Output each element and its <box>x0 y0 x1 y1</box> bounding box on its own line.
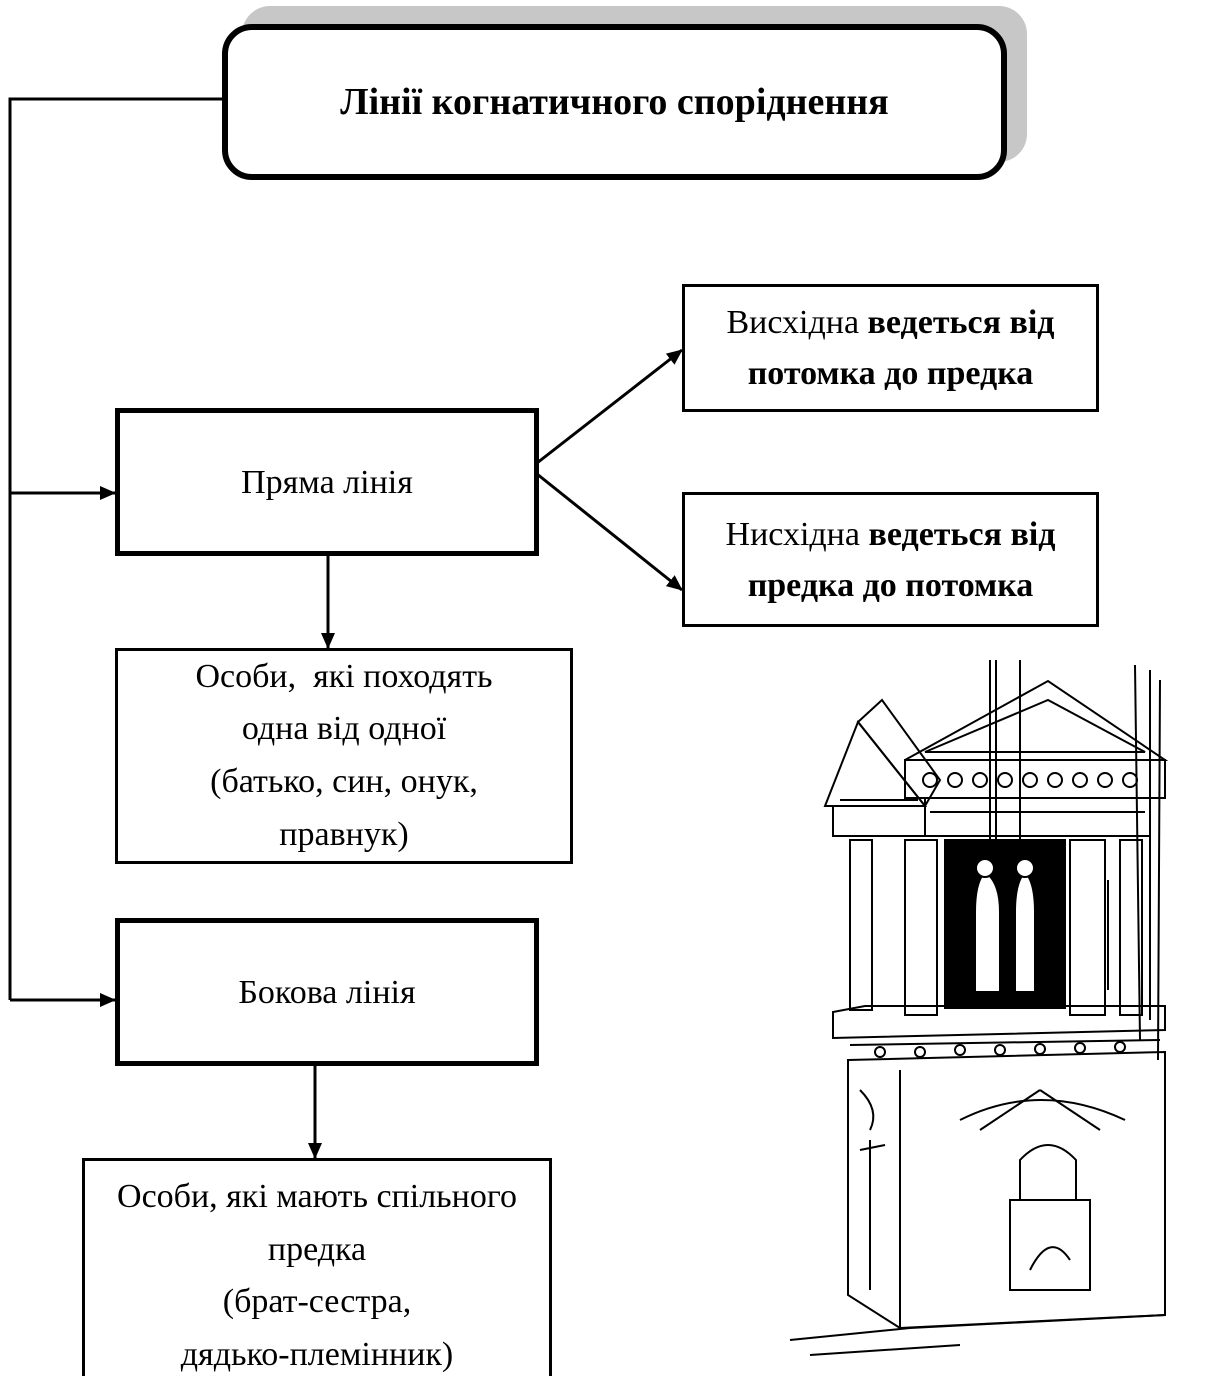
descending-box: Нисхідна ведеться від предка до потомка <box>682 492 1099 627</box>
arrow-to-ascending <box>536 348 683 465</box>
ascending-text: Висхідна ведеться від потомка до предка <box>685 297 1096 399</box>
ascending-bold: ведеться від потомка до предка <box>747 304 1055 392</box>
direct-persons-line: одна від одної <box>241 710 447 748</box>
direct-persons-line: правнук) <box>279 815 409 853</box>
collateral-persons-box: Особи, які мають спільного предка (брат-… <box>82 1158 552 1376</box>
direct-line-box: Пряма лінія <box>115 408 539 556</box>
collateral-line-box: Бокова лінія <box>115 918 539 1066</box>
trunk-line <box>8 97 222 1000</box>
direct-persons-box: Особи, які походять одна від одної (бать… <box>115 648 573 864</box>
arrow-to-descending <box>536 472 683 592</box>
direct-line-label: Пряма лінія <box>241 463 413 501</box>
tomb-monument-illustration <box>789 660 1169 1356</box>
ascending-box: Висхідна ведеться від потомка до предка <box>682 284 1099 412</box>
title-text: Лінії когнатичного споріднення <box>340 80 889 123</box>
collateral-line-label: Бокова лінія <box>238 973 416 1011</box>
descending-prefix: Нисхідна <box>725 515 869 553</box>
direct-persons-line: (батько, син, онук, <box>210 763 478 800</box>
collateral-persons-line: Особи, які мають спільного <box>117 1178 517 1215</box>
title-box: Лінії когнатичного споріднення <box>222 24 1007 180</box>
collateral-persons-line: предка <box>267 1230 367 1268</box>
collateral-persons-line: дядько-племінник) <box>180 1336 454 1374</box>
descending-bold: ведеться від предка до потомка <box>747 515 1056 604</box>
descending-text: Нисхідна ведеться від предка до потомка <box>685 509 1096 611</box>
ascending-prefix: Висхідна <box>726 304 868 341</box>
collateral-persons-line: (брат-сестра, <box>222 1283 412 1321</box>
direct-persons-line: Особи, які походять <box>195 657 493 695</box>
